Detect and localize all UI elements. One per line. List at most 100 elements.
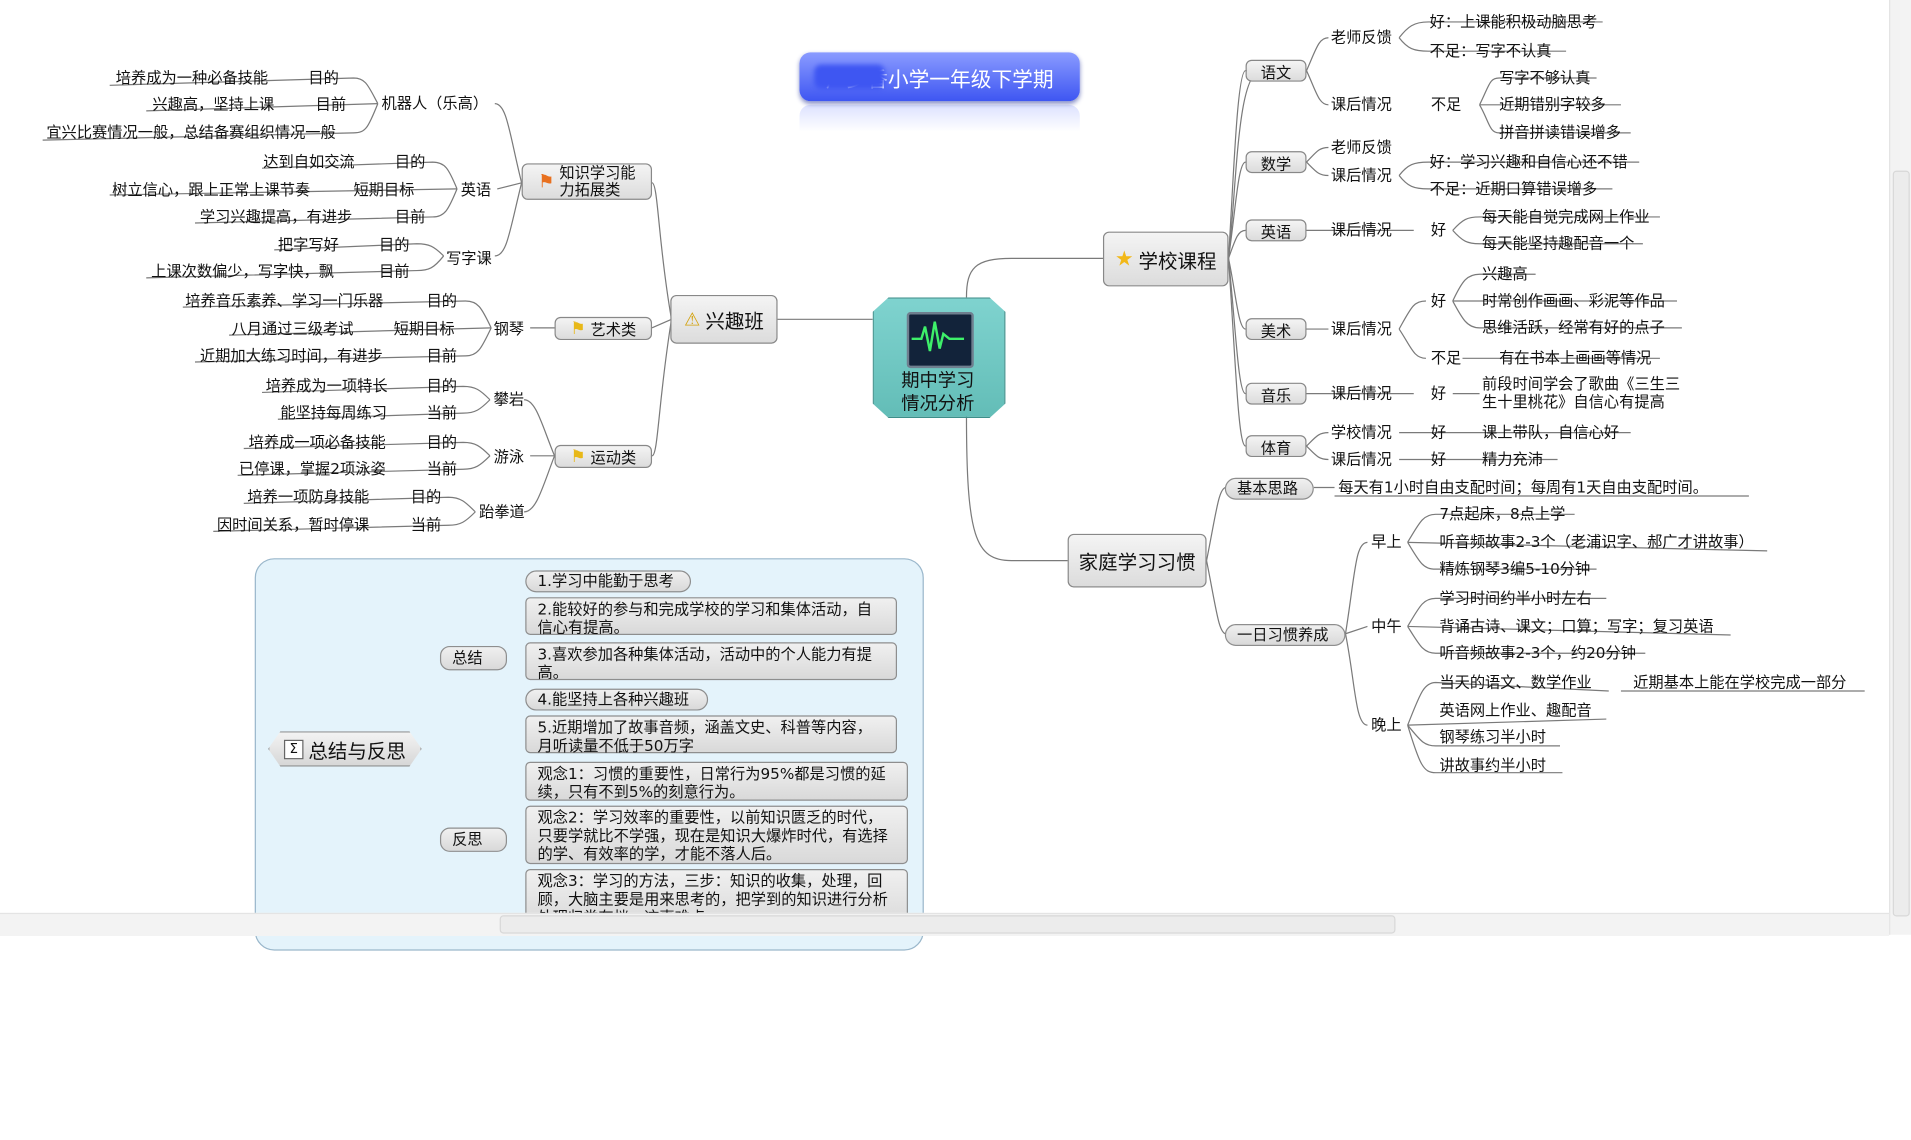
writing-label[interactable]: 写字课 <box>446 248 492 267</box>
chinese-good[interactable]: 好：上课能积极动脑思考 <box>1429 12 1598 31</box>
pe-after[interactable]: 课后情况 <box>1330 449 1392 468</box>
interest-node[interactable]: ⚠兴趣班 <box>670 294 778 344</box>
robot-row[interactable]: 兴趣高，坚持上课 <box>152 95 275 114</box>
robot-label[interactable]: 机器人（乐高） <box>381 93 489 113</box>
art-point[interactable]: 兴趣高 <box>1482 264 1528 283</box>
reflect-item[interactable]: 观念2：学习效率的重要性，以前知识匮乏的时代，只要学就比不学强，现在是知识大爆炸… <box>525 805 908 865</box>
subject-art[interactable]: 美术 <box>1245 318 1307 341</box>
summary-item[interactable]: 2.能较好的参与和完成学校的学习和集体活动，自信心有提高。 <box>525 597 897 636</box>
english-tag[interactable]: 短期目标 <box>353 180 415 199</box>
tkd-tag[interactable]: 目的 <box>410 487 442 506</box>
swim-tag[interactable]: 目的 <box>426 432 458 451</box>
tkd-row[interactable]: 因时间关系，暂时停课 <box>216 515 370 534</box>
morning-item[interactable]: 精炼钢琴3编5-10分钟 <box>1439 559 1591 578</box>
daily-habits-node[interactable]: 一日习惯养成 <box>1224 624 1346 646</box>
school-courses-node[interactable]: ★学校课程 <box>1102 231 1229 287</box>
summary-node[interactable]: 总结 <box>439 645 507 671</box>
evening-item[interactable]: 讲故事约半小时 <box>1439 755 1547 774</box>
reflect-node[interactable]: 反思 <box>439 827 507 852</box>
english-tag[interactable]: 目的 <box>394 152 426 171</box>
subject-music[interactable]: 音乐 <box>1245 382 1307 405</box>
subject-english[interactable]: 英语 <box>1245 219 1307 242</box>
chinese-point[interactable]: 写字不够认真 <box>1499 68 1591 87</box>
pe-after-point[interactable]: 精力充沛 <box>1482 449 1543 468</box>
morning-item[interactable]: 听音频故事2-3个（老浦识字、郝广才讲故事） <box>1439 532 1754 551</box>
morning-label[interactable]: 早上 <box>1371 532 1402 551</box>
climb-tag[interactable]: 当前 <box>426 403 458 422</box>
music-after-class[interactable]: 课后情况 <box>1330 383 1392 403</box>
climb-row[interactable]: 能坚持每周练习 <box>280 403 387 422</box>
piano-label[interactable]: 钢琴 <box>493 319 525 338</box>
math-good[interactable]: 好：学习兴趣和自信心还不错 <box>1429 152 1628 171</box>
pe-after-tag[interactable]: 好 <box>1430 449 1447 468</box>
sport-class-node[interactable]: ⚑运动类 <box>554 444 653 468</box>
noon-item[interactable]: 听音频故事2-3个，约20分钟 <box>1439 643 1636 662</box>
art-point[interactable]: 思维活跃，经常有好的点子 <box>1482 318 1665 337</box>
evening-item[interactable]: 英语网上作业、趣配音 <box>1439 700 1592 720</box>
basic-idea-text[interactable]: 每天有1小时自由支配时间；每周有1天自由支配时间。 <box>1338 477 1708 497</box>
writing-tag[interactable]: 目的 <box>379 235 410 254</box>
math-teacher-feedback[interactable]: 老师反馈 <box>1330 137 1392 156</box>
robot-row[interactable]: 宜兴比赛情况一般，总结备赛组织情况一般 <box>46 123 336 142</box>
evening-item[interactable]: 钢琴练习半小时 <box>1439 727 1547 746</box>
pe-school-point[interactable]: 课上带队，自信心好 <box>1482 422 1620 442</box>
vertical-scroll-thumb[interactable] <box>1892 170 1910 917</box>
summary-item[interactable]: 4.能坚持上各种兴趣班 <box>525 688 709 711</box>
knowledge-node[interactable]: ⚑知识学习能力拓展类 <box>521 163 653 200</box>
subject-math[interactable]: 数学 <box>1245 151 1307 174</box>
piano-tag[interactable]: 短期目标 <box>393 319 455 338</box>
art-point[interactable]: 时常创作画画、彩泥等作品 <box>1482 291 1665 310</box>
chinese-after-class[interactable]: 课后情况 <box>1330 95 1392 114</box>
math-after-class[interactable]: 课后情况 <box>1330 165 1392 185</box>
music-point[interactable]: 前段时间学会了歌曲《三生三 <box>1482 374 1681 393</box>
english-tag[interactable]: 目前 <box>394 207 426 226</box>
english-row[interactable]: 树立信心，跟上正常上课节奏 <box>112 180 311 199</box>
pe-school[interactable]: 学校情况 <box>1330 422 1392 442</box>
climb-label[interactable]: 攀岩 <box>493 390 525 409</box>
english-row[interactable]: 学习兴趣提高，有进步 <box>199 207 353 226</box>
english-point[interactable]: 每天能自觉完成网上作业 <box>1482 207 1650 226</box>
art-tag-good[interactable]: 好 <box>1430 291 1447 310</box>
home-habits-node[interactable]: 家庭学习习惯 <box>1067 533 1207 588</box>
summary-item[interactable]: 3.喜欢参加各种集体活动，活动中的个人能力有提高。 <box>525 642 897 681</box>
english-class-label[interactable]: 英语 <box>460 180 492 199</box>
horizontal-scroll-thumb[interactable] <box>499 915 1396 934</box>
basic-idea-node[interactable]: 基本思路 <box>1224 477 1314 500</box>
chinese-point[interactable]: 近期错别字较多 <box>1499 95 1606 114</box>
piano-tag[interactable]: 目的 <box>426 291 458 310</box>
writing-row[interactable]: 上课次数偏少，写字快，飘 <box>151 262 334 281</box>
math-bad[interactable]: 不足：近期口算错误增多 <box>1429 179 1598 198</box>
tkd-tag[interactable]: 当前 <box>410 515 442 534</box>
noon-item[interactable]: 学习时间约半小时左右 <box>1439 588 1592 607</box>
art-class-node[interactable]: ⚑艺术类 <box>554 316 653 341</box>
noon-item[interactable]: 背诵古诗、课文；口算；写字；复习英语 <box>1439 616 1714 635</box>
morning-item[interactable]: 7点起床，8点上学 <box>1439 504 1566 523</box>
piano-row[interactable]: 培养音乐素养、学习一门乐器 <box>185 291 384 310</box>
tkd-row[interactable]: 培养一项防身技能 <box>247 487 370 506</box>
piano-row[interactable]: 近期加大练习时间，有进步 <box>199 346 383 365</box>
chinese-teacher-feedback[interactable]: 老师反馈 <box>1330 28 1392 47</box>
english-tag[interactable]: 好 <box>1430 220 1447 239</box>
reflect-item[interactable]: 观念1：习惯的重要性，日常行为95%都是习惯的延续，只有不到5%的刻意行为。 <box>525 761 908 801</box>
summary-item[interactable]: 1.学习中能勤于思考 <box>525 570 692 593</box>
tkd-label[interactable]: 跆拳道 <box>478 502 525 521</box>
robot-row[interactable]: 培养成为一种必备技能 <box>115 68 269 87</box>
evening-note[interactable]: 近期基本上能在学校完成一部分 <box>1633 672 1847 692</box>
art-tag-bad[interactable]: 不足 <box>1430 348 1462 367</box>
swim-row[interactable]: 已停课，掌握2项泳姿 <box>238 459 386 478</box>
robot-tag[interactable]: 目的 <box>308 68 339 87</box>
writing-row[interactable]: 把字写好 <box>277 235 339 254</box>
art-after-class[interactable]: 课后情况 <box>1330 319 1392 338</box>
evening-item[interactable]: 当天的语文、数学作业 <box>1439 672 1592 692</box>
art-point-bad[interactable]: 有在书本上画画等情况 <box>1499 348 1652 367</box>
swim-tag[interactable]: 当前 <box>426 459 458 478</box>
climb-row[interactable]: 培养成为一项特长 <box>265 376 388 395</box>
noon-label[interactable]: 中午 <box>1371 616 1402 635</box>
chinese-point[interactable]: 拼音拼读错误增多 <box>1499 123 1621 142</box>
english-after-class[interactable]: 课后情况 <box>1330 220 1392 239</box>
english-point[interactable]: 每天能坚持趣配音一个 <box>1482 234 1635 253</box>
climb-tag[interactable]: 目的 <box>426 376 458 395</box>
piano-tag[interactable]: 目前 <box>426 346 458 365</box>
evening-label[interactable]: 晚上 <box>1371 715 1402 734</box>
